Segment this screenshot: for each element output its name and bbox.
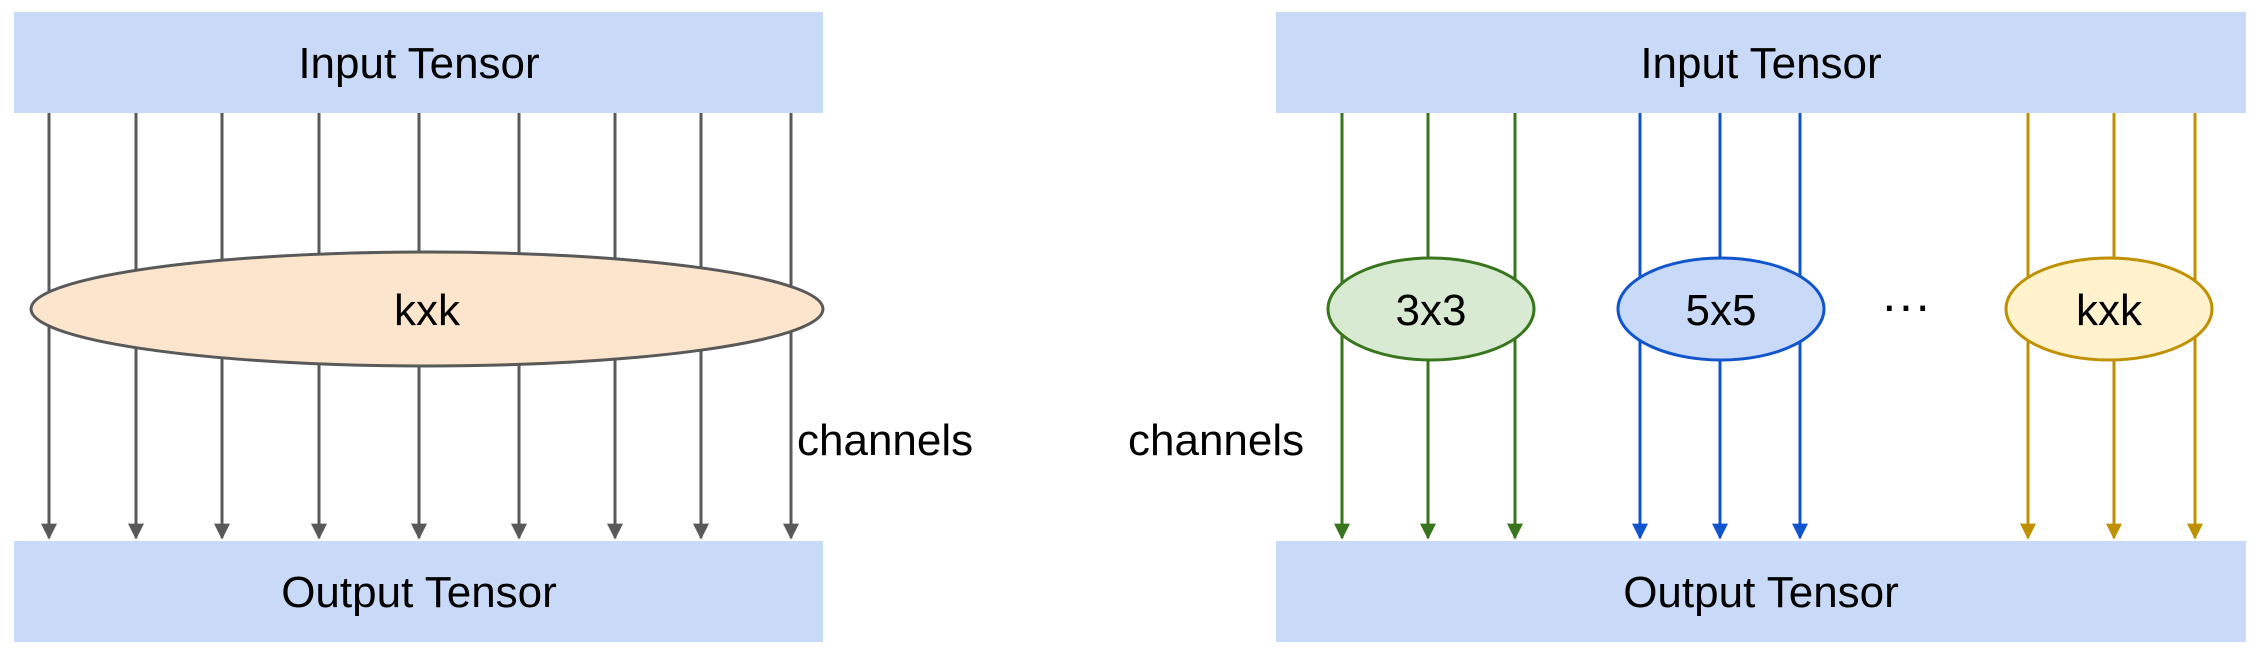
right-input-tensor-box [1276,12,2246,113]
left-input-tensor-box [14,12,823,113]
right-channel-groups: 3x3 5x5 kxk [1326,113,2214,540]
left-channels-label: channels [797,416,973,465]
group-kernel-label: 5x5 [1686,286,1757,335]
left-output-tensor-box [14,541,823,642]
group-kernel-label: 3x3 [1396,286,1467,335]
right-output-tensor-box [1276,541,2246,642]
right-output-tensor-label: Output Tensor [1623,568,1899,617]
right-channels-label: channels [1128,416,1304,465]
group-kernel-ellipse [1616,256,1826,362]
channel-group-1: 3x3 [1326,113,1536,540]
channel-group-3: kxk [2004,113,2214,540]
left-kernel-ellipse [29,250,825,368]
left-panel: Input Tensor Output Tensor kxk channels [14,12,973,642]
right-input-tensor-label: Input Tensor [1640,39,1881,88]
right-panel: Input Tensor Output Tensor 3x3 5x5 kxk ···… [1128,12,2246,642]
left-kernel-label: kxk [394,286,461,335]
left-output-tensor-label: Output Tensor [281,568,557,617]
group-kernel-ellipse [1326,256,1536,362]
group-kernel-label: kxk [2076,286,2143,335]
group-kernel-ellipse [2004,256,2214,362]
ellipsis-label: ··· [1881,277,1931,333]
channel-group-2: 5x5 [1616,113,1826,540]
left-input-tensor-label: Input Tensor [298,39,539,88]
